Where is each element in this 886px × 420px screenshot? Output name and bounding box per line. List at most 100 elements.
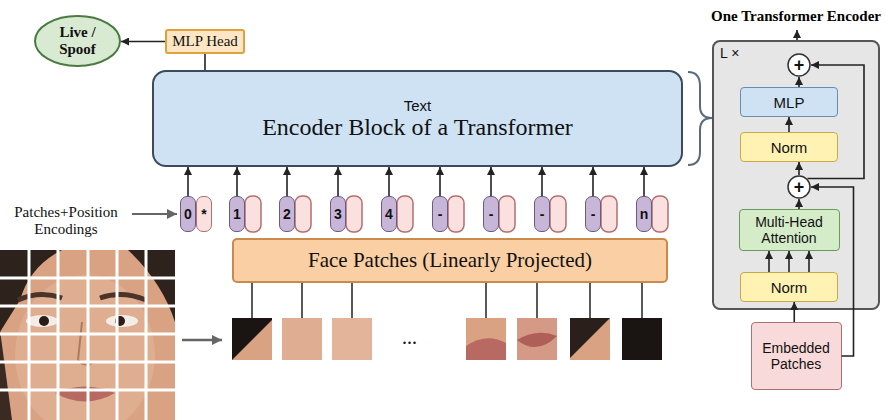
connector-arrow [237,167,238,196]
token-index: 0 [180,196,196,232]
token-index: - [534,196,550,232]
connector-arrow [338,167,339,196]
input-arrow [182,339,222,342]
token-index: 4 [381,196,397,232]
norm-box: Norm [740,132,838,162]
text-block: 3 [334,206,342,222]
connector-line [490,167,492,196]
text-block: n [640,206,649,222]
token-index: - [432,196,448,232]
encoder-block: TextEncoder Block of a Transformer [152,70,683,167]
face-photo [0,250,175,420]
connector-arrow [593,167,594,196]
projection-box: Face Patches (Linearly Projected) [232,238,668,283]
text-block: 0 [184,206,192,222]
connector-arrow [389,167,390,196]
token-index: - [483,196,499,232]
mlp-head-box: MLP Head [165,29,245,54]
token-label: n [640,206,649,222]
token-label: 1 [233,206,241,222]
text-block: Norm [771,279,808,296]
token-label: - [489,206,494,222]
brace [688,72,712,165]
connector-arrow [188,167,189,196]
class-token: * [196,196,212,232]
text-block: - [540,206,545,222]
connector-arrow [491,167,492,196]
add-sign: + [794,177,805,198]
token-index: - [585,196,601,232]
projection-label: Face Patches (Linearly Projected) [308,248,592,273]
mlp-label: MLP [774,94,805,111]
token-index: 1 [229,196,245,232]
input-caption: Patches+Position Encodings [2,204,130,238]
token-index: 2 [279,196,295,232]
text-block: Embedded Patches [756,340,837,372]
text-block: - [489,206,494,222]
connector-line [592,167,594,196]
text-block: - [438,206,443,222]
text-block: Norm [771,139,808,156]
text-block: MLP Head [172,33,238,50]
add-circle: + [787,53,811,77]
embedded-label: Embedded Patches [756,340,837,372]
connector-line [236,167,238,196]
text-block: + [794,177,805,198]
token-label: 3 [334,206,342,222]
connector-arrow [542,167,543,196]
block-tag: Text [404,97,432,114]
token-label: 4 [385,206,393,222]
connector-line [204,54,206,70]
connector-arrow [644,167,645,196]
connector-arrow [287,167,288,196]
connector-line [541,167,543,196]
text-block: Multi-Head Attention [744,214,835,246]
norm-label: Norm [771,279,808,296]
token-label: - [540,206,545,222]
connector-arrow [121,41,165,42]
connector-line [439,167,441,196]
output-ellipse: Live / Spoof [34,15,121,67]
text-block: + [794,55,805,76]
token-label: - [591,206,596,222]
head-label: MLP Head [172,33,238,50]
connector-line [187,167,189,196]
token-label: 2 [283,206,291,222]
text-block: - [591,206,596,222]
patch-thumbnails [232,283,662,360]
encoder-panel: One Transformer Encoder+MLPNorm+Multi-He… [712,40,880,310]
connector-line [643,167,645,196]
text-block: * [201,206,206,222]
leader-arrow [132,213,177,215]
token-halves [245,196,668,232]
connector-line [337,167,339,196]
repeat-count: L × [720,45,739,61]
token-index: 3 [330,196,346,232]
add-sign: + [794,55,805,76]
text-block: TextEncoder Block of a Transformer [262,97,573,141]
add-circle: + [787,175,811,199]
token-index: n [636,196,652,232]
connector-line [388,167,390,196]
connector-line [121,41,165,43]
token-label: - [438,206,443,222]
mlp-box: MLP [740,87,838,117]
output-label: Live / Spoof [44,24,111,58]
token-label: 0 [184,206,192,222]
text-block: MLP [774,94,805,111]
ellipsis: ... [402,326,417,349]
panel-heading: One Transformer Encoder [711,8,881,25]
token-label: * [201,206,206,222]
connector-arrow [205,54,206,70]
block-title: Encoder Block of a Transformer [262,114,573,141]
norm-box: Norm [740,272,838,302]
embedded-patches-box: Embedded Patches [751,322,842,390]
text-block: 2 [283,206,291,222]
text-block: Live / Spoof [44,24,111,58]
text-block: 1 [233,206,241,222]
text-block: Face Patches (Linearly Projected) [308,248,592,273]
norm-label: Norm [771,139,808,156]
connector-line [286,167,288,196]
text-block: 4 [385,206,393,222]
